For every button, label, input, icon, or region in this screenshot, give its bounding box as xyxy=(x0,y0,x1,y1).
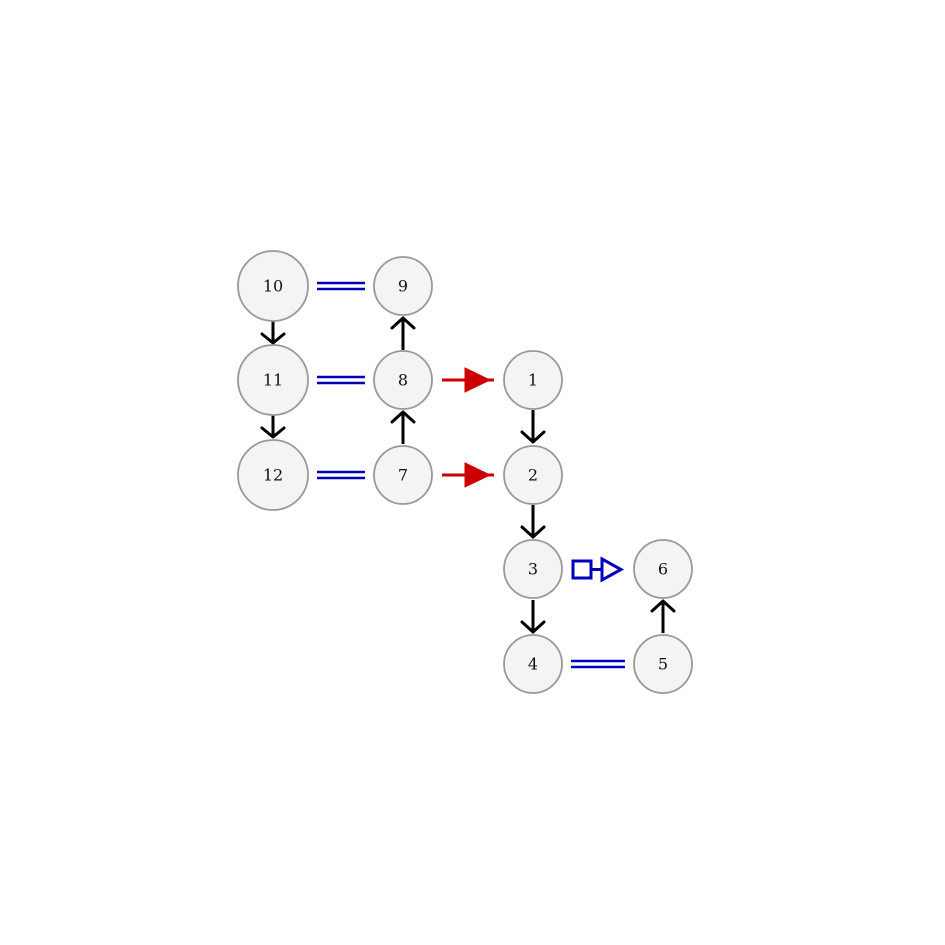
edge-5-6 xyxy=(650,599,676,633)
node-2: 2 xyxy=(503,445,563,505)
edge-12-7 xyxy=(317,470,365,480)
node-12: 12 xyxy=(237,439,309,511)
node-label-12: 12 xyxy=(263,466,283,485)
edge-3-4 xyxy=(520,600,546,634)
node-label-5: 5 xyxy=(658,655,668,674)
edge-3-6 xyxy=(571,556,625,583)
edge-7-8 xyxy=(390,410,416,444)
node-10: 10 xyxy=(237,250,309,322)
edge-10-11 xyxy=(260,321,286,345)
node-label-9: 9 xyxy=(398,277,408,296)
node-label-2: 2 xyxy=(528,466,538,485)
node-4: 4 xyxy=(503,634,563,694)
nodes: 10 9 11 8 1 12 7 2 xyxy=(237,250,693,694)
node-3: 3 xyxy=(503,539,563,599)
node-label-1: 1 xyxy=(528,371,538,390)
node-7: 7 xyxy=(373,445,433,505)
node-11: 11 xyxy=(237,344,309,416)
node-label-4: 4 xyxy=(528,655,538,674)
edge-11-12 xyxy=(260,415,286,439)
node-label-10: 10 xyxy=(263,277,283,296)
edge-1-2 xyxy=(520,410,546,444)
node-1: 1 xyxy=(503,350,563,410)
node-5: 5 xyxy=(633,634,693,694)
node-6: 6 xyxy=(633,539,693,599)
node-label-3: 3 xyxy=(528,560,538,579)
node-9: 9 xyxy=(373,256,433,316)
node-label-7: 7 xyxy=(398,466,408,485)
edge-4-5 xyxy=(571,659,625,669)
edge-11-8 xyxy=(317,375,365,385)
edge-2-3 xyxy=(520,505,546,539)
node-label-11: 11 xyxy=(263,371,283,390)
edge-8-9 xyxy=(390,316,416,350)
edges xyxy=(260,281,676,669)
edge-10-9 xyxy=(317,281,365,291)
edge-8-1 xyxy=(442,367,494,393)
node-label-8: 8 xyxy=(398,371,408,390)
node-8: 8 xyxy=(373,350,433,410)
edge-7-2 xyxy=(442,462,494,488)
node-label-6: 6 xyxy=(658,560,668,579)
